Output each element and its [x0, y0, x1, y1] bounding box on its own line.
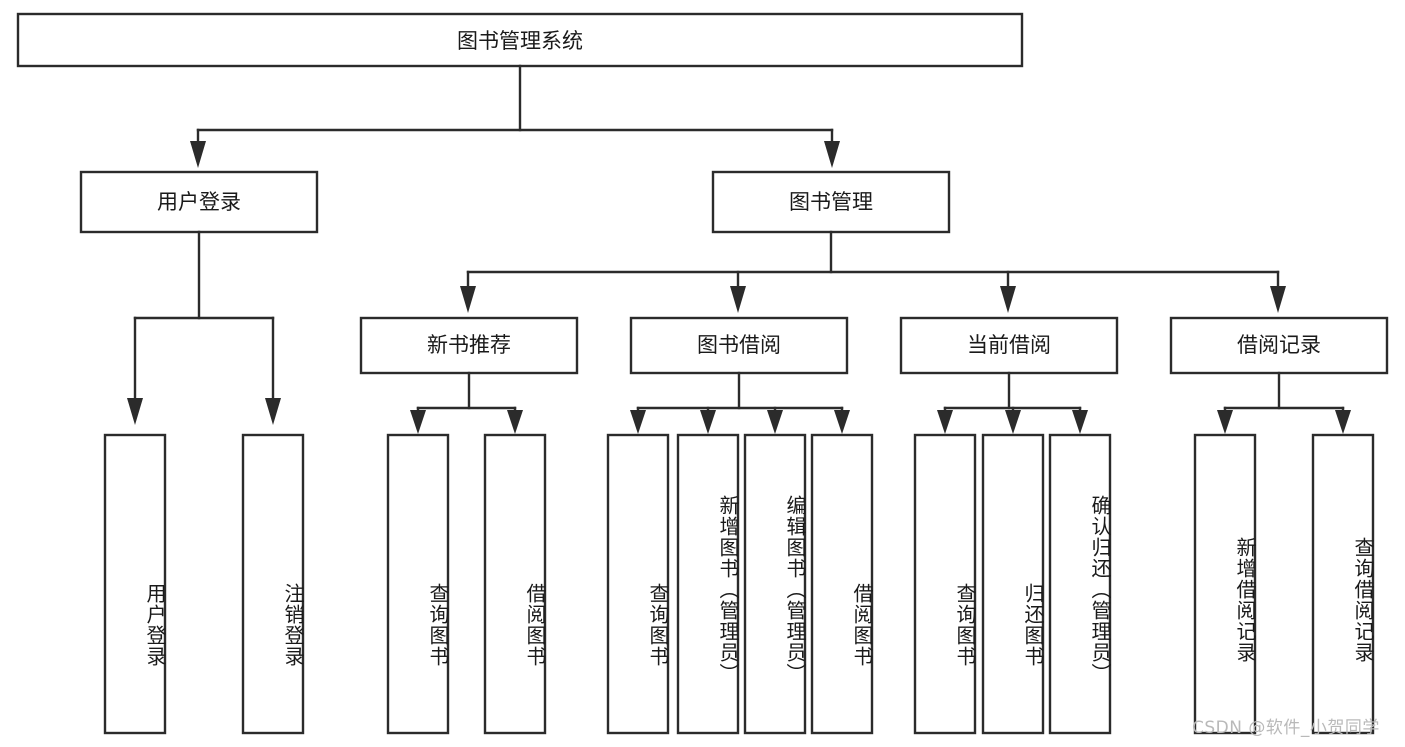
node-current-borrow-box[interactable]: [899, 316, 1119, 375]
arrow-root-to-user-login: [190, 141, 206, 168]
arrow-user-login-leaf-2: [265, 398, 281, 425]
node-new-book-label: 新书推荐: [427, 333, 511, 357]
leaf-box-book-borrow-3[interactable]: [743, 433, 807, 735]
arrow-to-book-borrow: [730, 286, 746, 313]
leaf-box-current-borrow-3[interactable]: [1048, 433, 1112, 735]
arrow-borrow-record-leaf-2: [1335, 410, 1351, 434]
node-book-borrow-label: 图书借阅: [697, 333, 781, 357]
leaf-box-user-login-1[interactable]: [103, 433, 167, 735]
arrow-book-borrow-leaf-1: [630, 410, 646, 434]
arrow-root-to-book-manage: [824, 141, 840, 168]
leaf-label-current-borrow-3: 确认归还（管理员）: [1088, 494, 1112, 684]
arrow-to-current-borrow: [1000, 286, 1016, 313]
arrow-to-new-book: [460, 286, 476, 313]
node-new-book-box[interactable]: [359, 316, 579, 375]
node-current-borrow-label: 当前借阅: [967, 333, 1051, 357]
arrow-book-borrow-leaf-4: [834, 410, 850, 434]
leaf-label-book-borrow-3: 编辑图书（管理员）: [783, 494, 807, 684]
arrow-current-borrow-leaf-1: [937, 410, 953, 434]
leaf-label-user-login-1: 用户登录: [143, 583, 167, 667]
node-root-box[interactable]: [16, 12, 1024, 68]
leaf-label-user-login-2: 注销登录: [281, 583, 305, 667]
leaf-box-borrow-record-1[interactable]: [1193, 433, 1257, 735]
node-book-borrow-box[interactable]: [629, 316, 849, 375]
node-book-manage-label: 图书管理: [789, 190, 873, 214]
leaf-box-book-borrow-2[interactable]: [676, 433, 740, 735]
leaf-box-borrow-record-2[interactable]: [1311, 433, 1375, 735]
leaf-label-book-borrow-1: 查询图书: [646, 583, 670, 667]
arrow-to-borrow-record: [1270, 286, 1286, 313]
arrow-user-login-leaf-1: [127, 398, 143, 425]
leaf-label-current-borrow-2: 归还图书: [1021, 583, 1045, 667]
leaf-box-user-login-2[interactable]: [241, 433, 305, 735]
arrow-current-borrow-leaf-2: [1005, 410, 1021, 434]
arrow-new-book-leaf-2: [507, 410, 523, 434]
leaf-label-book-borrow-4: 借阅图书: [850, 583, 874, 667]
leaf-label-book-borrow-2: 新增图书（管理员）: [716, 494, 740, 684]
watermark-text: CSDN @软件_小贺同学: [1192, 718, 1380, 738]
leaf-label-borrow-record-1: 新增借阅记录: [1233, 537, 1257, 663]
arrow-new-book-leaf-1: [410, 410, 426, 434]
arrow-borrow-record-leaf-1: [1217, 410, 1233, 434]
leaf-box-book-borrow-1[interactable]: [606, 433, 670, 735]
leaf-box-current-borrow-2[interactable]: [981, 433, 1045, 735]
node-user-login-label: 用户登录: [157, 190, 241, 214]
leaf-box-new-book-2[interactable]: [483, 433, 547, 735]
leaf-label-new-book-2: 借阅图书: [523, 583, 547, 667]
leaf-label-borrow-record-2: 查询借阅记录: [1351, 537, 1375, 663]
node-root-label: 图书管理系统: [457, 29, 583, 53]
leaf-label-new-book-1: 查询图书: [426, 583, 450, 667]
node-borrow-record-label: 借阅记录: [1237, 333, 1321, 357]
leaf-label-current-borrow-1: 查询图书: [953, 583, 977, 667]
leaf-box-new-book-1[interactable]: [386, 433, 450, 735]
arrow-book-borrow-leaf-2: [700, 410, 716, 434]
leaf-box-current-borrow-1[interactable]: [913, 433, 977, 735]
arrow-book-borrow-leaf-3: [767, 410, 783, 434]
arrow-current-borrow-leaf-3: [1072, 410, 1088, 434]
leaf-box-book-borrow-4[interactable]: [810, 433, 874, 735]
